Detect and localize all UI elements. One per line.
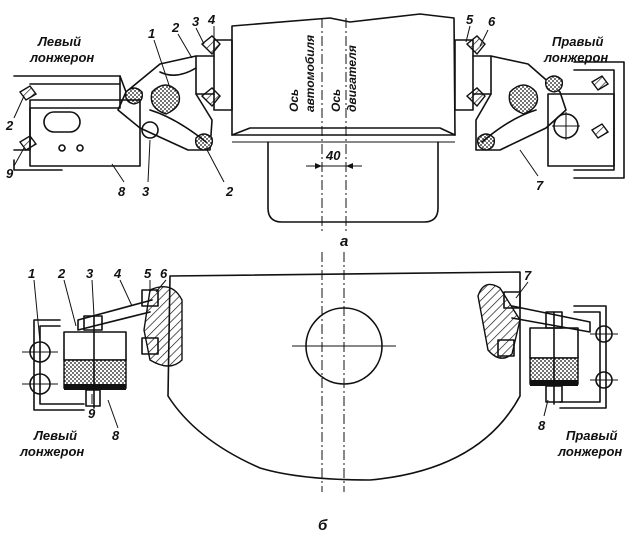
callout-a-7: 8 [118, 184, 126, 199]
vehicle-axis-label-1: Ось [287, 89, 301, 112]
transmission-housing [267, 141, 439, 223]
callout-b-5: 5 [144, 266, 152, 281]
callout-a-8: 3 [142, 184, 150, 199]
callout-a-6: 9 [6, 166, 14, 181]
callout-b-6: 6 [160, 266, 168, 281]
right-mount-assembly-b [497, 291, 618, 409]
callout-b-7: 9 [88, 406, 96, 421]
callout-b-4: 4 [113, 266, 122, 281]
engine-axis-label-2: двигателя [345, 45, 359, 112]
callout-b-9: 7 [524, 268, 532, 283]
vehicle-axis-label-2: автомобиля [303, 35, 317, 112]
view-a-left-frame-label-1: Левый [37, 34, 81, 49]
callout-a-12: 7 [536, 178, 544, 193]
left-engine-pad-a [195, 35, 233, 111]
callout-b-10: 8 [538, 418, 546, 433]
view-a [13, 13, 625, 232]
view-a-right-frame-label-2: лонжерон [543, 50, 608, 65]
left-frame-rail-a [13, 75, 141, 171]
callout-a-11: 6 [488, 14, 496, 29]
view-b-right-frame-label-1: Правый [566, 428, 617, 443]
right-frame-rail-a [547, 61, 625, 179]
callout-a-2: 2 [171, 20, 180, 35]
callout-a-4: 4 [207, 12, 216, 27]
callout-b-1: 1 [28, 266, 35, 281]
view-a-right-frame-label-1: Правый [552, 34, 603, 49]
view-a-left-frame-label-2: лонжерон [29, 50, 94, 65]
engine-block-top [231, 13, 456, 136]
view-b-left-frame-label-2: лонжерон [19, 444, 84, 459]
view-a-labels: Левый лонжерон Правый лонжерон Ось автом… [5, 12, 608, 250]
callout-a-1: 1 [148, 26, 155, 41]
right-engine-pad-a [454, 35, 492, 111]
view-b-left-frame-label-1: Левый [33, 428, 77, 443]
engine-axis-label-1: Ось [329, 89, 343, 112]
view-b-labels: 1 2 3 4 5 6 9 8 7 8 Левый лонжерон Правы… [19, 266, 622, 534]
engine-end-outline [167, 271, 521, 481]
view-b [22, 252, 618, 492]
engine-flange [231, 127, 456, 136]
callout-a-9: 2 [225, 184, 234, 199]
callout-a-10: 5 [466, 12, 474, 27]
offset-dimension-label: 40 [325, 148, 341, 163]
left-mount-assembly-b [22, 289, 159, 411]
view-a-leaders [13, 25, 539, 183]
callout-b-3: 3 [86, 266, 94, 281]
callout-b-8: 8 [112, 428, 120, 443]
right-mount-bracket-a [475, 55, 567, 151]
left-mount-bracket-a [117, 55, 214, 151]
callout-a-3: 3 [192, 14, 200, 29]
view-b-leaders [33, 279, 549, 429]
view-b-right-frame-label-2: лонжерон [557, 444, 622, 459]
callout-b-2: 2 [57, 266, 66, 281]
view-b-caption: б [318, 517, 328, 534]
view-a-caption: а [340, 233, 348, 250]
callout-a-5: 2 [5, 118, 14, 133]
